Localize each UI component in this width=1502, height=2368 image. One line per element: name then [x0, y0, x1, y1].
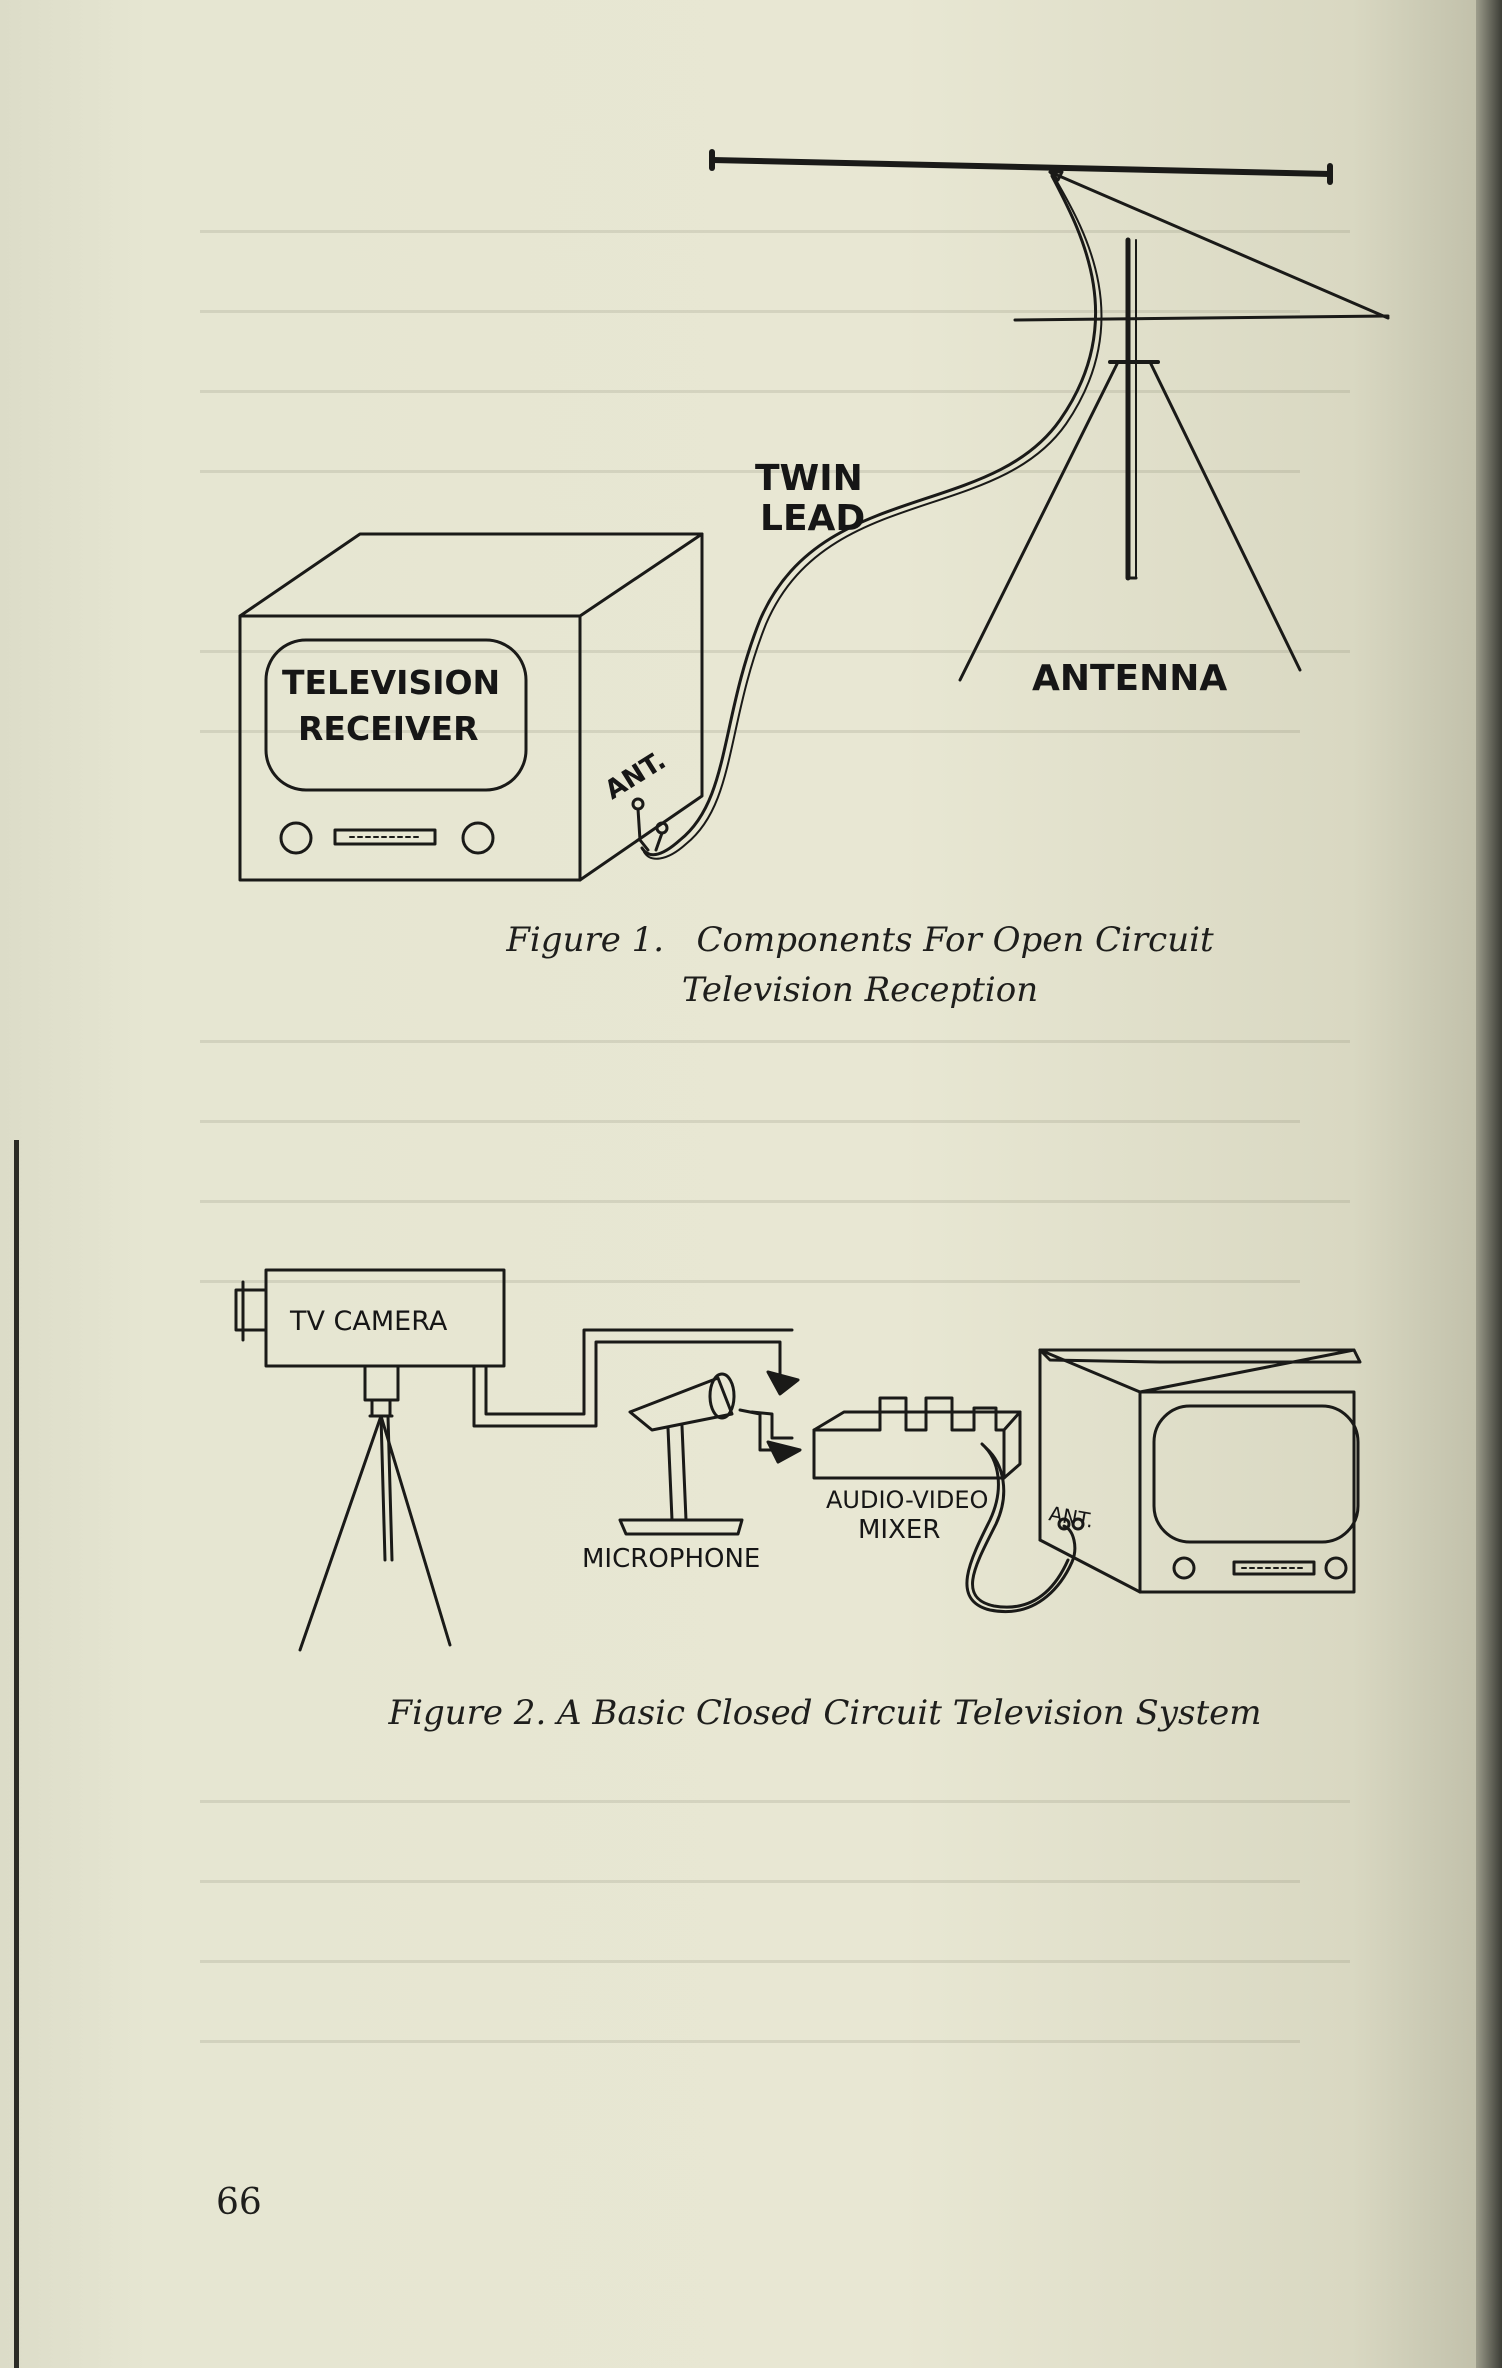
binding-edge [14, 1140, 19, 2368]
page-number: 66 [216, 2182, 262, 2223]
mixer-label-line2: MIXER [858, 1515, 940, 1545]
video-cable [472, 1328, 800, 1428]
ant-label-fig2: ANT. [1047, 1501, 1095, 1532]
figure-2-caption: Figure 2. A Basic Closed Circuit Televis… [388, 1693, 1262, 1733]
figure-1-caption-line2: Television Reception [681, 970, 1039, 1010]
receiver-label-line2: RECEIVER [298, 709, 479, 748]
television-receiver-icon [238, 532, 704, 882]
audio-video-mixer-icon [812, 1396, 1022, 1480]
rf-cable [965, 1442, 1077, 1614]
figure-1-caption: Figure 1. Components For Open Circuit Te… [360, 915, 1360, 1015]
television-receiver-2-icon [1038, 1348, 1362, 1594]
mixer-label-line1: AUDIO-VIDEO [826, 1486, 988, 1514]
figure-1-diagram [238, 149, 1390, 882]
receiver-label-line1: TELEVISION [282, 663, 500, 702]
twin-lead-label-line1: TWIN [755, 458, 863, 499]
microphone-icon [618, 1372, 802, 1536]
antenna-label: ANTENNA [1032, 658, 1227, 699]
figure-1-caption-line1: Figure 1. Components For Open Circuit [506, 920, 1214, 960]
twin-lead-label-line2: LEAD [760, 498, 865, 539]
tv-camera-icon [234, 1268, 506, 1652]
ant-label-fig1: ANT. [600, 746, 671, 806]
tv-camera-label: TV CAMERA [289, 1306, 448, 1337]
page-edge-shadow [1476, 0, 1502, 2368]
twin-lead-cable [640, 174, 1098, 857]
antenna-icon [709, 149, 1390, 682]
figure-2-diagram [234, 1268, 1362, 1652]
microphone-label: MICROPHONE [582, 1544, 760, 1574]
